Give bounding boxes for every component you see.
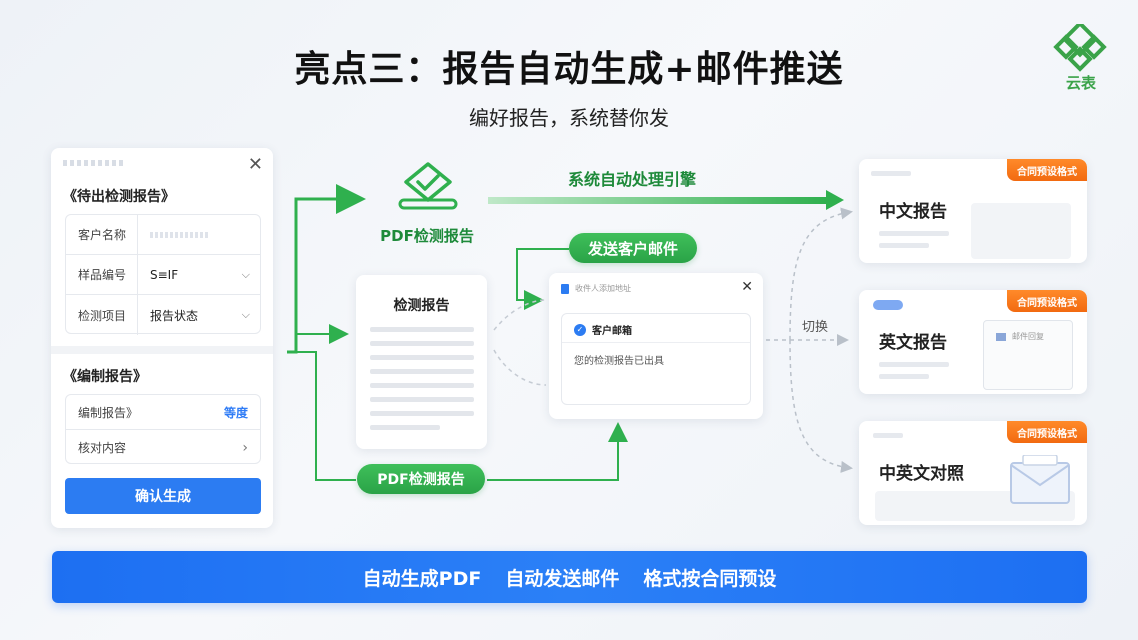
pdf-report-pill: PDF检测报告 (357, 464, 485, 494)
close-icon[interactable]: ✕ (741, 279, 753, 295)
form-value: S≡IF (150, 267, 179, 282)
placeholder-line (879, 374, 929, 379)
arrow-to-pdf (287, 184, 366, 354)
mail-message[interactable]: 您的检测报告已出具 (574, 356, 664, 367)
engine-arrowhead (826, 190, 844, 210)
report-preview (971, 203, 1071, 259)
pending-reports-title: 《待出检测报告》 (63, 189, 175, 205)
placeholder-line (871, 171, 911, 176)
form-row-customer: 客户名称 (66, 215, 260, 255)
arrow-to-doc (295, 320, 349, 344)
check-content-row[interactable]: 核对内容 › (66, 430, 260, 465)
chevron-right-icon: › (242, 439, 248, 456)
mail-body-box: ✓ 客户邮箱 您的检测报告已出具 (561, 313, 751, 405)
envelope-icon (1009, 454, 1071, 509)
recipient-label: 客户邮箱 (592, 326, 632, 337)
dash-to-cn (789, 207, 853, 341)
form-value: 报告状态 (150, 308, 199, 323)
page-title: 亮点三：报告自动生成+邮件推送 (294, 49, 844, 90)
pdf-check-icon (396, 160, 460, 216)
sample-number-select[interactable]: S≡IF ⌵ (138, 268, 260, 282)
chevron-down-icon: ⌵ (241, 267, 250, 281)
report-title: 中英文对照 (879, 464, 964, 484)
report-document-card: 检测报告 (356, 275, 487, 449)
dots-badge (873, 300, 903, 310)
engine-bar (488, 197, 828, 204)
pdf-report-label: PDF检测报告 (380, 227, 474, 245)
contract-format-tag: 合同预设格式 (1007, 290, 1087, 312)
placeholder-line (879, 243, 929, 248)
compile-report-title: 《编制报告》 (63, 369, 147, 385)
engine-label: 系统自动处理引擎 (568, 170, 697, 189)
doc-line (370, 327, 474, 332)
blurred-value (150, 231, 210, 238)
english-report-card[interactable]: 合同预设格式 英文报告 邮件回复 (859, 290, 1087, 394)
dash-doc-mail (493, 299, 547, 331)
compile-form-table: 编制报告》 等度 核对内容 › (65, 394, 261, 464)
page-subtitle: 编好报告，系统替你发 (469, 106, 669, 130)
compile-row[interactable]: 编制报告》 等度 (66, 395, 260, 430)
dash-doc-mail-2 (493, 349, 547, 386)
customer-name-field[interactable] (138, 231, 260, 238)
doc-line (370, 411, 474, 416)
arrow-to-pdf-pill (287, 351, 356, 481)
report-form-panel: ✕ 《待出检测报告》 客户名称 样品编号 S≡IF ⌵ 检测项目 报告状态 ⌵ … (51, 148, 273, 528)
placeholder-line (879, 362, 949, 367)
doc-line (370, 425, 440, 430)
doc-line (370, 369, 474, 374)
form-key: 检测项目 (66, 295, 138, 335)
report-title: 中文报告 (879, 202, 947, 222)
panel-header-dots (63, 160, 123, 166)
placeholder-line (873, 433, 903, 438)
feature-auto-email: 自动发送邮件 (505, 567, 620, 590)
form-row-sample: 样品编号 S≡IF ⌵ (66, 255, 260, 295)
chinese-report-card[interactable]: 合同预设格式 中文报告 (859, 159, 1087, 263)
report-status-select[interactable]: 报告状态 ⌵ (138, 307, 260, 324)
panel-divider (51, 346, 273, 354)
mail-header: 收件人添加地址 (561, 283, 631, 294)
form-key: 核对内容 (78, 441, 127, 455)
doc-line (370, 355, 474, 360)
mail-separator (562, 342, 750, 343)
logo-icon (1053, 20, 1107, 72)
features-banner: 自动生成PDF 自动发送邮件 格式按合同预设 (52, 551, 1087, 603)
contract-format-tag: 合同预设格式 (1007, 159, 1087, 181)
bilingual-report-card[interactable]: 合同预设格式 中英文对照 (859, 421, 1087, 525)
form-key: 样品编号 (66, 255, 138, 294)
confirm-generate-button[interactable]: 确认生成 (65, 478, 261, 514)
document-icon (561, 283, 569, 294)
pending-form-table: 客户名称 样品编号 S≡IF ⌵ 检测项目 报告状态 ⌵ (65, 214, 261, 335)
chevron-down-icon: ⌵ (241, 308, 250, 321)
mail-icon (996, 333, 1006, 341)
doc-line (370, 397, 474, 402)
contract-format-tag: 合同预设格式 (1007, 421, 1087, 443)
placeholder-line (879, 231, 949, 236)
switch-label: 切换 (802, 320, 829, 335)
form-key: 编制报告》 (78, 405, 139, 420)
email-preview: 邮件回复 (983, 320, 1073, 390)
edit-link[interactable]: 等度 (223, 405, 248, 420)
doc-title: 检测报告 (393, 298, 450, 314)
feature-contract-format: 格式按合同预设 (643, 567, 777, 590)
arrow-send-to-mail (516, 248, 569, 310)
doc-line (370, 383, 474, 388)
arrow-pill-to-mail (487, 422, 628, 481)
dash-to-bi (789, 339, 853, 473)
email-preview-label: 邮件回复 (1012, 332, 1044, 341)
logo-text: 云表 (1065, 74, 1096, 92)
close-icon[interactable]: ✕ (247, 154, 263, 175)
doc-line (370, 341, 474, 346)
mail-header-text: 收件人添加地址 (575, 284, 631, 293)
check-icon: ✓ (574, 323, 586, 336)
email-compose-card: 收件人添加地址 ✕ ✓ 客户邮箱 您的检测报告已出具 (549, 273, 763, 419)
feature-auto-pdf: 自动生成PDF (362, 567, 482, 590)
send-email-pill: 发送客户邮件 (569, 233, 697, 263)
form-row-project: 检测项目 报告状态 ⌵ (66, 295, 260, 335)
recipient-row[interactable]: ✓ 客户邮箱 (574, 322, 632, 337)
form-key: 客户名称 (66, 215, 138, 254)
report-title: 英文报告 (879, 333, 947, 353)
brand-logo: 云表 (1052, 20, 1110, 94)
